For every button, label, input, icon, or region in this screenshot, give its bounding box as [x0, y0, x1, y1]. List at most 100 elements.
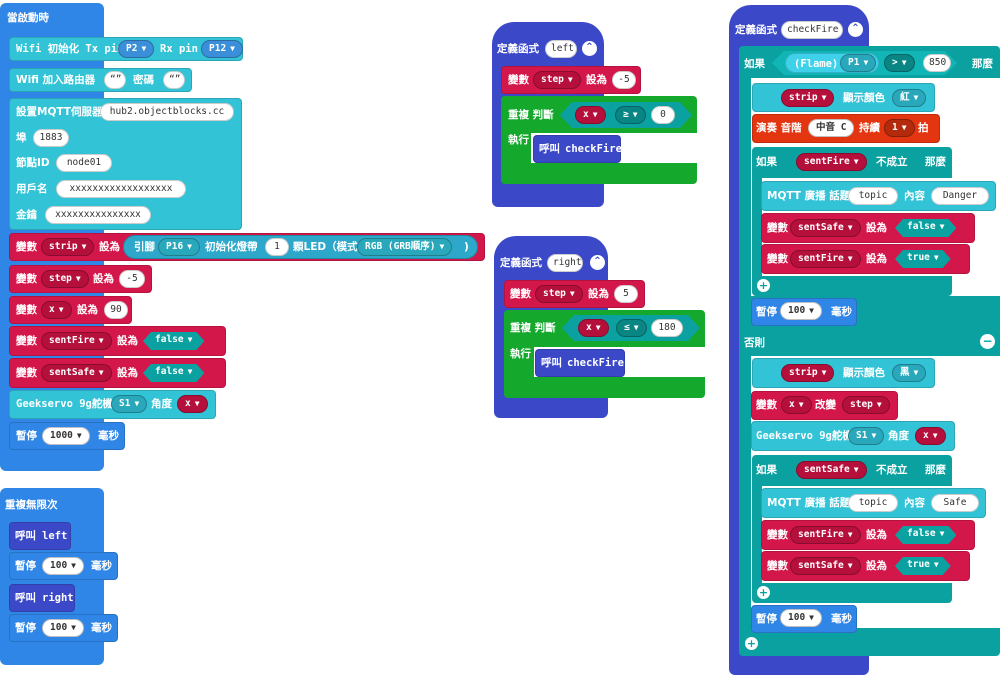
sentfire-bool-dropdown[interactable]: false▼	[143, 332, 204, 350]
if-label: 如果	[756, 156, 777, 168]
sentfire-var-dropdown[interactable]: sentFire▼	[790, 526, 861, 544]
operator-dropdown[interactable]: ≥▼	[615, 106, 646, 124]
step-var-dropdown[interactable]: step▼	[41, 270, 89, 288]
color-dropdown[interactable]: 紅▼	[892, 89, 927, 107]
step-value-input[interactable]: -5	[612, 71, 636, 89]
servo-port-dropdown[interactable]: S1▼	[111, 395, 148, 413]
bool-dropdown[interactable]: false▼	[895, 526, 956, 544]
beats-dropdown[interactable]: 1▼	[884, 119, 915, 137]
strip-var-dropdown[interactable]: strip▼	[781, 364, 835, 382]
step-var-dropdown[interactable]: step▼	[842, 396, 890, 414]
pause-label: 暫停	[16, 430, 37, 442]
sentfire-var-dropdown[interactable]: sentFire▼	[790, 250, 861, 268]
pause-value-dropdown[interactable]: 100▼	[780, 609, 822, 627]
sentsafe-var-dropdown[interactable]: sentSafe▼	[41, 364, 112, 382]
operator-dropdown[interactable]: ≤▼	[616, 319, 647, 337]
port-input[interactable]: 1883	[33, 129, 69, 147]
content-input[interactable]: Danger	[931, 187, 989, 205]
sentfire-var-dropdown[interactable]: sentFire▼	[41, 332, 112, 350]
x-value-input[interactable]: 90	[104, 301, 128, 319]
compare-value-input[interactable]: 180	[651, 319, 683, 337]
servo-angle-var[interactable]: x▼	[915, 427, 946, 445]
x-var-dropdown[interactable]: x▼	[781, 396, 812, 414]
collapse-icon[interactable]: ⌃	[848, 22, 863, 37]
play-tone-label: 演奏 音階	[756, 122, 802, 134]
add-else-icon[interactable]: +	[757, 586, 770, 599]
sentsafe-bool-dropdown[interactable]: false▼	[143, 364, 204, 382]
var-label: 變數	[16, 241, 37, 253]
threshold-input[interactable]: 850	[923, 54, 951, 72]
x-var-dropdown[interactable]: x▼	[578, 319, 609, 337]
port-label: 埠	[16, 132, 27, 144]
sentfire-var-dropdown[interactable]: sentFire▼	[796, 153, 867, 171]
color-mode-dropdown[interactable]: RGB (GRB順序)▼	[357, 238, 453, 256]
mqtt-server-label: 設置MQTT伺服器	[16, 106, 103, 118]
node-id-input[interactable]: node01	[56, 154, 112, 172]
bool-dropdown[interactable]: true▼	[895, 557, 951, 575]
close-paren: )	[464, 241, 469, 253]
note-dropdown[interactable]: 中音 C	[808, 119, 855, 137]
bool-dropdown[interactable]: false▼	[895, 219, 956, 237]
strip-var-dropdown[interactable]: strip▼	[781, 89, 835, 107]
define-function-label: 定義函式	[497, 43, 539, 55]
angle-label: 角度	[151, 398, 172, 410]
call-checkfire-block[interactable]	[533, 135, 621, 163]
sentsafe-var-dropdown[interactable]: sentSafe▼	[790, 557, 861, 575]
password-label: 密碼	[133, 74, 154, 86]
wifi-join-block[interactable]	[9, 68, 192, 92]
sentsafe-var-dropdown[interactable]: sentSafe▼	[796, 461, 867, 479]
add-else-icon[interactable]: +	[757, 279, 770, 292]
topic-input[interactable]: topic	[848, 187, 898, 205]
password-input[interactable]: “”	[163, 71, 185, 89]
function-name-input[interactable]: checkFire	[781, 21, 843, 39]
pause-value-dropdown[interactable]: 1000▼	[42, 427, 90, 445]
led-count-input[interactable]: 1	[265, 238, 289, 256]
operator-dropdown[interactable]: >▼	[884, 54, 915, 72]
bool-dropdown[interactable]: true▼	[895, 250, 951, 268]
call-left-block[interactable]	[9, 522, 71, 550]
servo-port-dropdown[interactable]: S1▼	[848, 427, 885, 445]
content-input[interactable]: Safe	[931, 494, 979, 512]
remove-else-icon[interactable]: −	[980, 334, 995, 349]
servo-label: Geekservo 9g舵機	[756, 430, 853, 442]
pin-dropdown[interactable]: P16▼	[158, 238, 200, 256]
var-label: 變數	[508, 74, 529, 86]
strip-var-dropdown[interactable]: strip▼	[41, 238, 95, 256]
function-name-input[interactable]: left	[545, 40, 577, 58]
x-var-dropdown[interactable]: x▼	[575, 106, 606, 124]
collapse-icon[interactable]: ⌃	[590, 255, 605, 270]
pause-value-dropdown[interactable]: 100▼	[42, 557, 84, 575]
pause-value-dropdown[interactable]: 100▼	[780, 302, 822, 320]
var-label: 變數	[767, 253, 788, 265]
pause-value-dropdown[interactable]: 100▼	[42, 619, 84, 637]
pause-label: 暫停	[15, 622, 36, 634]
rx-pin-dropdown[interactable]: P12▼	[201, 40, 243, 58]
step-value-input[interactable]: 5	[614, 285, 638, 303]
username-input[interactable]: xxxxxxxxxxxxxxxxxx	[56, 180, 186, 198]
pause-unit-label: 毫秒	[98, 430, 119, 442]
step-value-input[interactable]: -5	[119, 270, 145, 288]
set-label: 設為	[866, 253, 887, 265]
sentsafe-var-dropdown[interactable]: sentSafe▼	[790, 219, 861, 237]
mqtt-server-input[interactable]: hub2.objectblocks.cc	[100, 103, 234, 121]
ssid-input[interactable]: “”	[104, 71, 126, 89]
add-elseif-icon[interactable]: +	[745, 637, 758, 650]
servo-label: Geekservo 9g舵機	[16, 398, 113, 410]
sensor-pin-dropdown[interactable]: P1▼	[840, 54, 877, 72]
call-checkfire-name: checkFire	[565, 143, 622, 155]
compare-value-input[interactable]: 0	[651, 106, 675, 124]
call-checkfire-block[interactable]	[535, 349, 625, 377]
step-var-dropdown[interactable]: step▼	[533, 71, 581, 89]
function-name-input[interactable]: right	[547, 254, 583, 272]
x-var-dropdown[interactable]: x▼	[41, 301, 72, 319]
step-var-dropdown[interactable]: step▼	[535, 285, 583, 303]
tx-pin-dropdown[interactable]: P2▼	[118, 40, 155, 58]
collapse-icon[interactable]: ⌃	[582, 41, 597, 56]
servo-angle-var[interactable]: x▼	[177, 395, 208, 413]
show-color-label: 顯示顏色	[843, 367, 885, 379]
topic-input[interactable]: topic	[848, 494, 898, 512]
set-label: 設為	[117, 367, 138, 379]
call-right-block[interactable]	[9, 584, 75, 612]
color-dropdown[interactable]: 黑▼	[892, 364, 927, 382]
key-input[interactable]: xxxxxxxxxxxxxxx	[45, 206, 151, 224]
